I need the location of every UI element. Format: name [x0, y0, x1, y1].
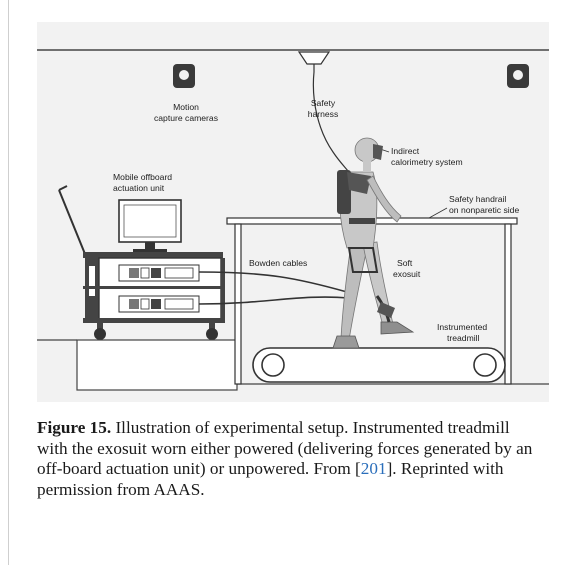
caption-text-after-ref: ]. Reprinted with permission from AAAS.: [37, 459, 504, 499]
mobile-unit-label-line1: Mobile offboard: [113, 172, 172, 182]
motion-capture-label-line2: capture cameras: [154, 113, 218, 123]
soft-exosuit-label-line1: Soft: [397, 258, 413, 268]
figure-caption: Figure 15. Illustration of experimental …: [37, 418, 537, 500]
handrail-pointer: [428, 207, 448, 219]
setup-illustration: Motion capture cameras Safety harness In…: [37, 49, 549, 391]
mobile-unit-label-line2: actuation unit: [113, 183, 165, 193]
motion-capture-camera-right: [507, 64, 529, 88]
walking-person: [332, 137, 415, 349]
actuation-cart: [58, 185, 225, 340]
safety-harness-mount: [297, 51, 331, 72]
page-margin-rule: [8, 0, 9, 565]
instrumented-treadmill: [252, 347, 506, 383]
figure-label: Figure 15.: [37, 418, 112, 437]
cart-wheel-right: [206, 328, 218, 340]
safety-harness-label-line1: Safety: [311, 98, 336, 108]
treadmill-label-line1: Instrumented: [437, 322, 487, 332]
handrail-label-line1: Safety handrail: [449, 194, 506, 204]
bowden-cables: [198, 271, 350, 305]
motion-capture-camera-left: [173, 64, 195, 88]
motion-capture-label-line1: Motion: [173, 102, 199, 112]
soft-exosuit: [347, 247, 379, 273]
treadmill-label-line2: treadmill: [447, 333, 480, 343]
soft-exosuit-label-line2: exosuit: [393, 269, 421, 279]
bowden-cables-label: Bowden cables: [249, 258, 307, 268]
cart-wheel-left: [94, 328, 106, 340]
raised-platform: [76, 339, 238, 391]
calorimetry-backpack: [337, 170, 351, 214]
actuator-module-bottom: [118, 295, 200, 313]
experimental-setup-figure: Motion capture cameras Safety harness In…: [37, 22, 549, 402]
actuator-module-top: [118, 264, 200, 282]
calorimetry-mask: [373, 144, 383, 160]
caption-text-before-ref: Illustration of experimental setup. Inst…: [37, 418, 533, 478]
safety-harness-label-line2: harness: [308, 109, 339, 119]
handrail-label-line2: on nonparetic side: [449, 205, 519, 215]
harness-cable: [312, 71, 356, 183]
calorimetry-label-line1: Indirect: [391, 146, 420, 156]
citation-link[interactable]: 201: [360, 459, 387, 478]
calorimetry-label-line2: calorimetry system: [391, 157, 463, 167]
